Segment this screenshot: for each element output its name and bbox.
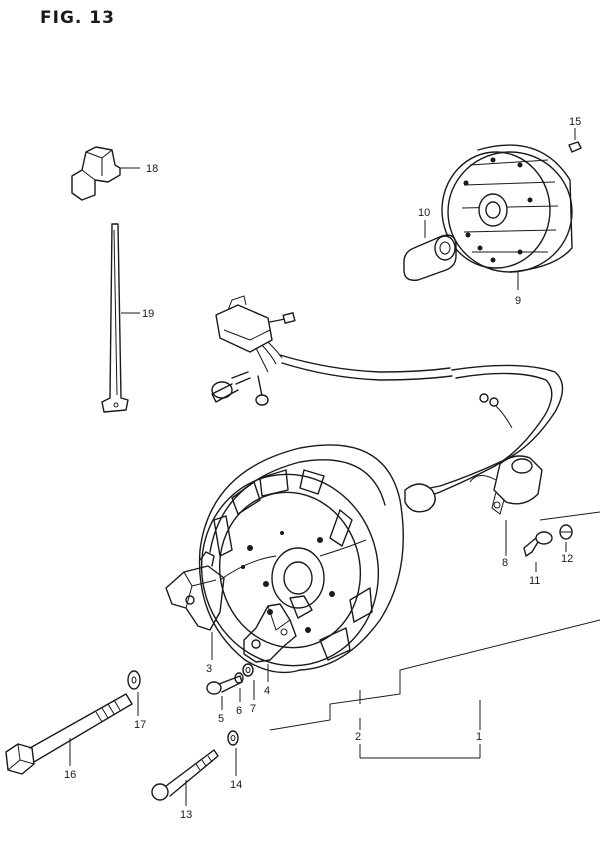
part-14-washer <box>227 730 239 776</box>
callout-2: 2 <box>355 731 361 743</box>
pickup-coil <box>491 455 543 556</box>
callout-18: 18 <box>146 163 158 175</box>
part-5-screw <box>206 675 243 710</box>
part-4-breaker <box>243 603 297 682</box>
part-12-washer <box>559 524 573 552</box>
harness-connector <box>211 295 296 406</box>
callout-13: 13 <box>180 809 192 821</box>
callout-3: 3 <box>206 663 212 675</box>
callout-4: 4 <box>264 685 270 697</box>
figure-title: FIG. 13 <box>40 8 115 28</box>
part-17-washer <box>127 670 141 716</box>
callout-labels: 18 19 15 10 9 8 11 12 3 4 5 6 7 2 1 17 1… <box>64 116 581 821</box>
part-7-washer <box>242 663 255 700</box>
part-16-bolt <box>5 693 133 775</box>
part-15-key <box>568 128 582 153</box>
callout-16: 16 <box>64 769 76 781</box>
part-18-clip <box>71 146 140 201</box>
callout-11: 11 <box>529 575 540 587</box>
callout-10: 10 <box>418 207 430 219</box>
callout-19: 19 <box>142 308 154 320</box>
callout-1: 1 <box>476 731 482 743</box>
part-3-bracket <box>165 551 225 660</box>
part-8-harness-wire <box>279 354 564 513</box>
callout-6: 6 <box>236 705 242 717</box>
part-11-screw <box>523 531 553 572</box>
callout-5: 5 <box>218 713 224 725</box>
magneto-stator <box>198 444 404 674</box>
part-13-bolt <box>151 749 219 806</box>
assembly-brackets <box>269 511 600 759</box>
callout-15: 15 <box>569 116 581 128</box>
callout-12: 12 <box>561 553 573 565</box>
callout-9: 9 <box>515 295 521 307</box>
part-10-collar <box>403 220 457 281</box>
part-6-washer <box>234 672 244 702</box>
part-19-strap <box>101 223 140 413</box>
ground-terminal <box>479 393 513 429</box>
callout-7: 7 <box>250 703 256 715</box>
callout-14: 14 <box>230 779 242 791</box>
callout-17: 17 <box>134 719 146 731</box>
part-9-rotor <box>441 144 573 290</box>
callout-8: 8 <box>502 557 508 569</box>
